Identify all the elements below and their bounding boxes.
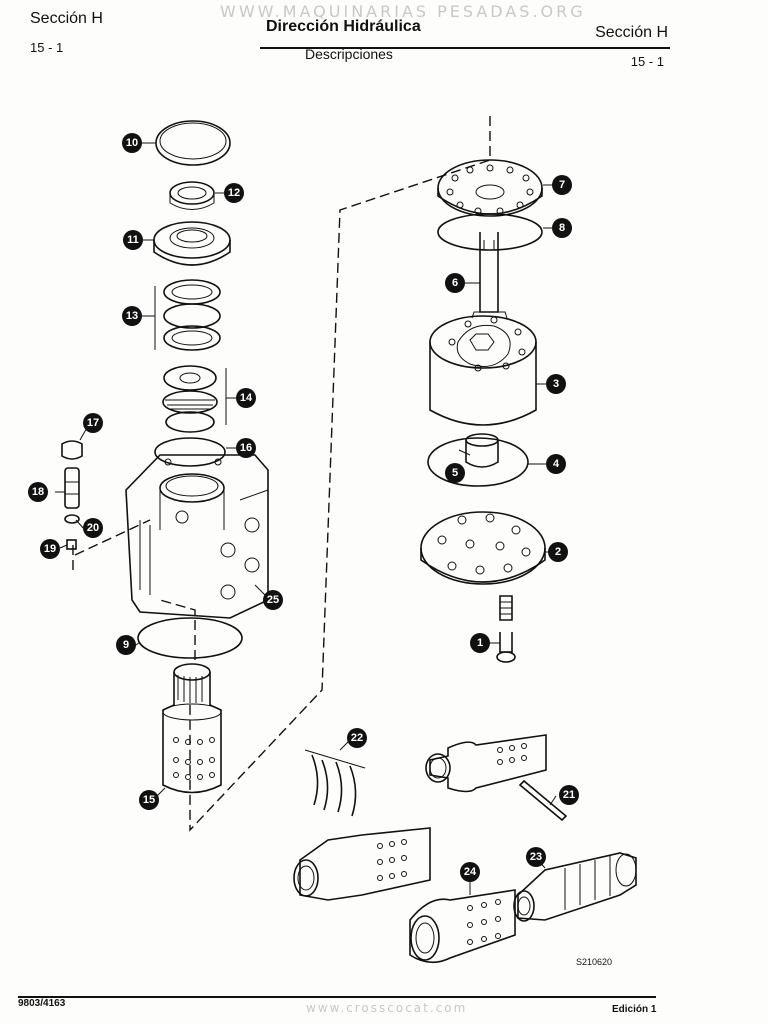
callout-14: 14 <box>236 388 256 408</box>
assembled-spool-sleeve <box>425 734 547 793</box>
section-label-left: Sección H <box>30 10 103 27</box>
svg-text:22: 22 <box>351 732 363 744</box>
callout-12: 12 <box>224 183 244 203</box>
svg-text:9: 9 <box>123 639 129 651</box>
edition-label: Edición 1 <box>612 1004 657 1015</box>
page-subtitle: Descripciones <box>305 46 393 62</box>
page-title: Dirección Hidráulica <box>266 18 421 35</box>
steering-unit-body <box>125 454 269 619</box>
callout-4: 4 <box>546 454 566 474</box>
svg-text:4: 4 <box>553 458 560 470</box>
part-16-oring <box>154 437 226 467</box>
svg-text:19: 19 <box>44 543 56 555</box>
callout-19: 19 <box>40 539 60 559</box>
part-1-bolts <box>496 595 516 663</box>
callout-1: 1 <box>470 633 490 653</box>
part-15-spool-sleeve <box>162 663 222 794</box>
part-22-centering-springs <box>304 749 366 817</box>
svg-text:23: 23 <box>530 851 542 863</box>
part-24-sleeve <box>409 889 516 964</box>
svg-text:11: 11 <box>127 234 139 246</box>
svg-text:20: 20 <box>87 522 99 534</box>
figure-id: S210620 <box>576 957 613 967</box>
callout-17: 17 <box>83 413 103 433</box>
header-rule <box>260 47 670 49</box>
callout-25: 25 <box>263 590 283 610</box>
svg-text:25: 25 <box>267 594 279 606</box>
footer-watermark: www.crosscocat.com <box>306 1001 468 1015</box>
callout-10: 10 <box>122 133 142 153</box>
part-7-end-plate <box>437 159 543 217</box>
part-8-oring <box>437 213 543 251</box>
svg-text:2: 2 <box>555 546 561 558</box>
page-number-right: 15 - 1 <box>630 54 664 69</box>
callout-7: 7 <box>552 175 572 195</box>
part-17-18-19-20-valve <box>61 440 83 550</box>
part-23-spool <box>513 852 637 922</box>
svg-text:16: 16 <box>240 442 252 454</box>
svg-text:17: 17 <box>87 417 99 429</box>
callout-21: 21 <box>559 785 579 805</box>
svg-text:14: 14 <box>240 392 253 404</box>
assembly-guide-line <box>189 116 491 832</box>
callout-5: 5 <box>445 463 465 483</box>
part-13-seal-rings <box>154 279 221 351</box>
part-9-oring <box>137 617 243 659</box>
callout-20: 20 <box>83 518 103 538</box>
callout-8: 8 <box>552 218 572 238</box>
svg-text:10: 10 <box>126 137 138 149</box>
callout-6: 6 <box>445 273 465 293</box>
svg-text:7: 7 <box>559 179 565 191</box>
svg-text:1: 1 <box>477 637 483 649</box>
header-watermark: WWW.MAQUINARIAS PESADAS.ORG <box>220 2 586 21</box>
svg-text:18: 18 <box>32 486 44 498</box>
callout-9: 9 <box>116 635 136 655</box>
part-4-oring <box>427 437 529 487</box>
part-3-gerotor-set <box>429 315 537 426</box>
part-21-pin <box>518 779 568 822</box>
callout-16: 16 <box>236 438 256 458</box>
callout-2: 2 <box>548 542 568 562</box>
section-label-right: Sección H <box>595 24 668 41</box>
callout-22: 22 <box>347 728 367 748</box>
svg-text:15: 15 <box>143 794 155 806</box>
callout-23: 23 <box>526 847 546 867</box>
callout-3: 3 <box>546 374 566 394</box>
svg-text:5: 5 <box>452 467 458 479</box>
part-14-bearing <box>162 365 227 433</box>
svg-text:6: 6 <box>452 277 458 289</box>
assembled-spool-large <box>293 827 431 901</box>
part-10-oring <box>155 120 231 166</box>
assembly-guide-line <box>159 599 196 660</box>
part-2-end-cap <box>420 511 546 585</box>
callout-11: 11 <box>123 230 143 250</box>
svg-text:8: 8 <box>559 222 565 234</box>
callout-13: 13 <box>122 306 142 326</box>
callout-15: 15 <box>139 790 159 810</box>
leader-lines <box>55 142 557 895</box>
part-11-seal-housing <box>153 221 231 266</box>
svg-text:24: 24 <box>464 866 477 878</box>
page-number-left: 15 - 1 <box>30 40 64 55</box>
svg-text:21: 21 <box>563 789 575 801</box>
part-12-washer <box>169 181 215 210</box>
svg-text:13: 13 <box>126 310 138 322</box>
svg-text:12: 12 <box>228 187 240 199</box>
doc-number: 9803/4163 <box>18 998 66 1009</box>
footer-rule <box>18 996 656 998</box>
part-6-drive-shaft <box>471 232 508 319</box>
svg-text:3: 3 <box>553 378 559 390</box>
callout-18: 18 <box>28 482 48 502</box>
callout-24: 24 <box>460 862 480 882</box>
assembly-guide-line <box>74 519 151 556</box>
